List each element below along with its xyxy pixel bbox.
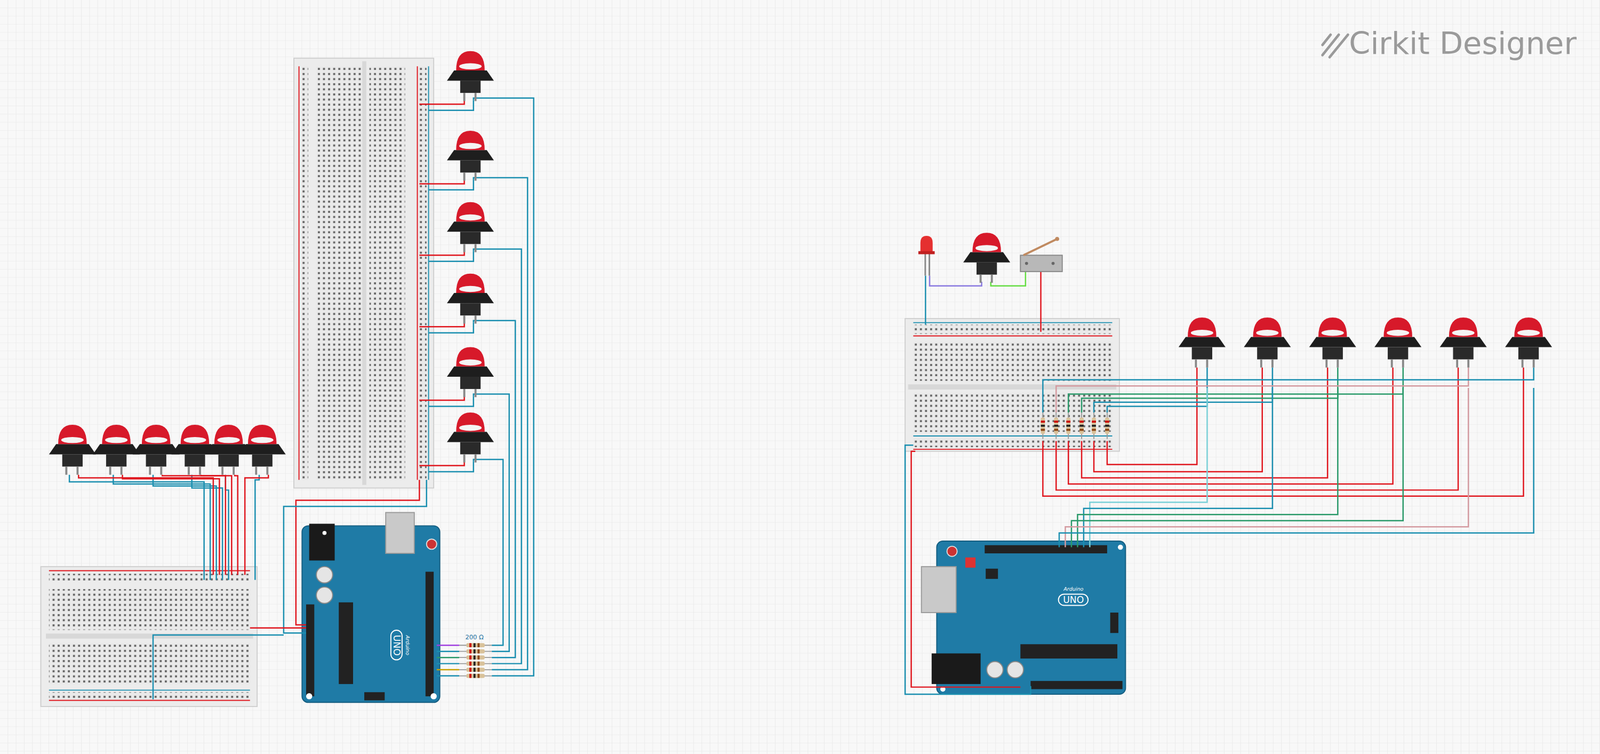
board-label: ArduinoUNO (390, 629, 411, 661)
watermark: Cirkit Designer (1348, 26, 1577, 61)
brand-text: Arduino (1063, 586, 1084, 592)
board-label: ArduinoUNO (1058, 586, 1090, 606)
model-badge: UNO (390, 629, 404, 661)
model-badge: UNO (1058, 593, 1090, 606)
brand-text: Arduino (403, 635, 410, 655)
resistor-value: 200 Ω (465, 633, 484, 641)
